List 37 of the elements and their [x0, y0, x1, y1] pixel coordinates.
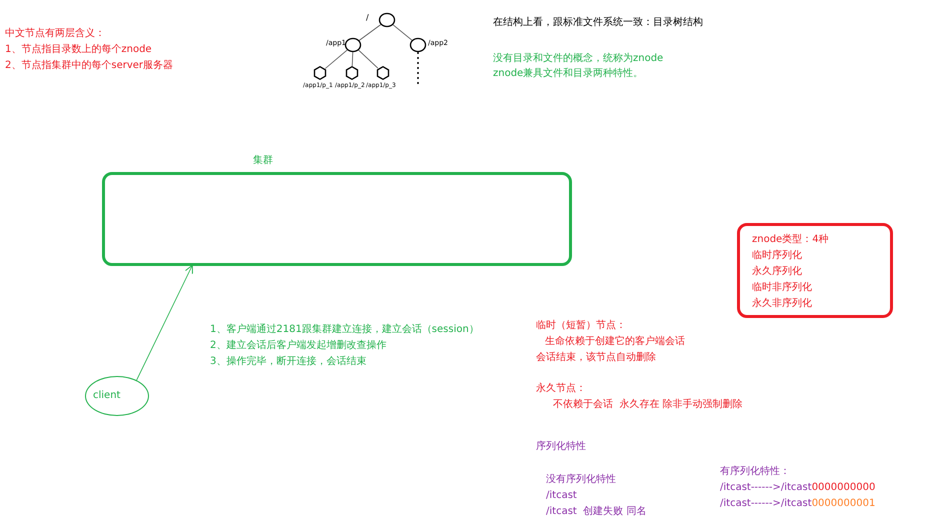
node-label: /: [366, 13, 369, 23]
arrow: [136, 264, 193, 381]
note-text: 生命依赖于创建它的客户端会话: [545, 336, 685, 348]
note-text: 有序列化特性：: [720, 466, 790, 478]
note-text: 中文节点有两层含义：: [5, 28, 105, 40]
note-text: 1、节点指目录数上的每个znode: [5, 44, 152, 56]
note-text: znode兼具文件和目录两种特性。: [493, 68, 644, 80]
connector-line: [352, 52, 354, 66]
note-text: 3、操作完毕，断开连接，会话结束: [210, 356, 366, 368]
cluster-title: 集群: [253, 155, 273, 167]
note-text: /itcast: [546, 490, 577, 502]
note-text: 永久节点：: [536, 383, 586, 395]
note-text: /itcast------>/itcast0000000000: [720, 482, 876, 494]
node-label: client: [93, 390, 120, 402]
node-text: 临时非序列化: [752, 282, 812, 294]
connector-line: [358, 24, 382, 41]
note-text: 1、客户端通过2181跟集群建立连接，建立会话（session）: [210, 324, 479, 336]
connector-line: [392, 24, 412, 41]
note-text: 不依赖于会话 永久存在 除非手动强制删除: [553, 399, 743, 411]
note-text: 临时（短暂）节点：: [536, 320, 626, 332]
note-text: 2、节点指集群中的每个server服务器: [5, 60, 174, 72]
note-text: 没有目录和文件的概念，统称为znode: [493, 53, 664, 65]
node-text: znode类型：4种: [752, 234, 829, 246]
note-text: 在结构上看，跟标准文件系统一致：目录树结构: [493, 17, 703, 29]
note-text: 会话结束，该节点自动删除: [536, 352, 656, 364]
note-text: 2、建立会话后客户端发起增删改查操作: [210, 340, 386, 352]
node-text: 临时序列化: [752, 250, 802, 262]
connector-line: [324, 50, 348, 69]
note-text: /itcast------>/itcast0000000001: [720, 498, 876, 510]
node-text: 永久非序列化: [752, 298, 812, 310]
dotted-line: [417, 52, 419, 84]
node-box: [737, 223, 893, 318]
note-text: 没有序列化特性: [546, 474, 616, 486]
note-text: /itcast 创建失败 同名: [546, 506, 646, 518]
node-text: 永久序列化: [752, 266, 802, 278]
note-text: 序列化特性: [536, 441, 586, 453]
connector-line: [358, 50, 378, 69]
